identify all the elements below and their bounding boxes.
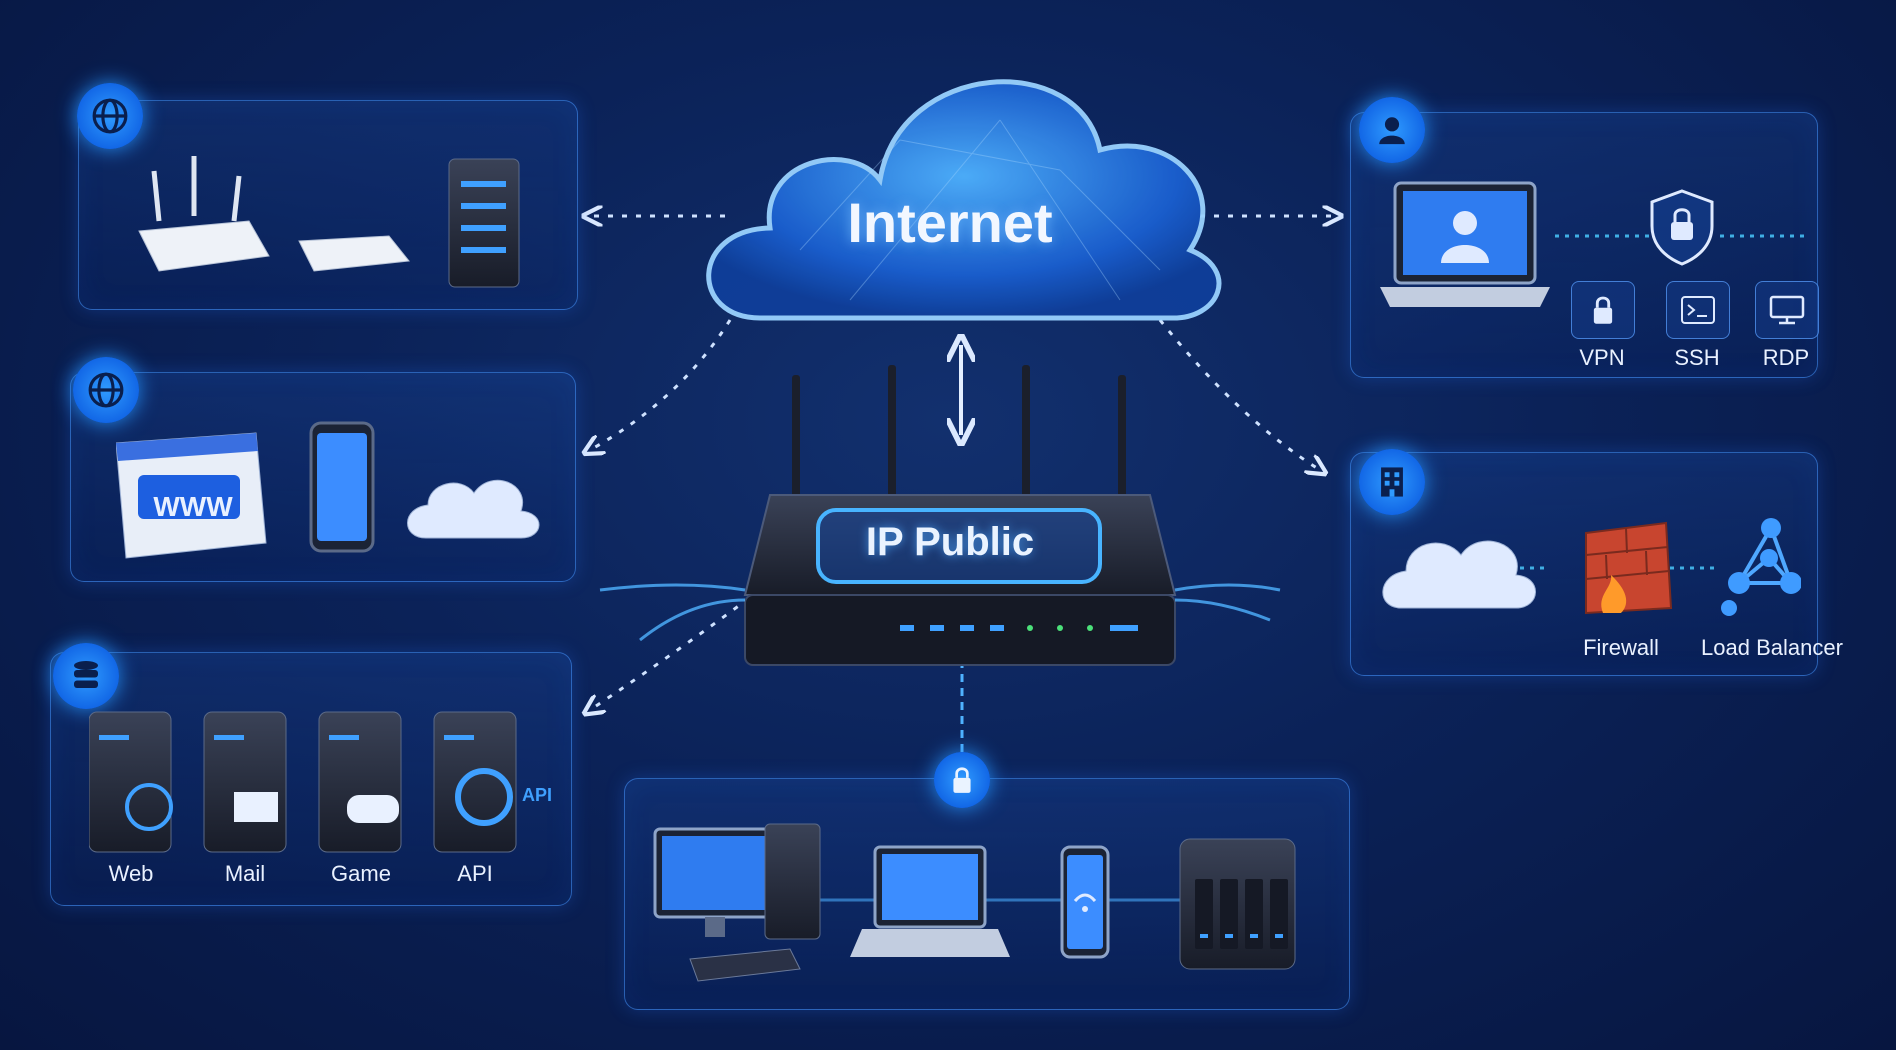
ssh-label: SSH <box>1652 345 1742 371</box>
vpn-label: VPN <box>1557 345 1647 371</box>
database-icon <box>53 643 119 709</box>
server-label-web: Web <box>81 861 181 887</box>
lan-devices-panel <box>624 778 1350 1010</box>
network-devices-panel <box>78 100 578 310</box>
cloud-firewall-balancer-icons <box>1381 513 1801 623</box>
router-modem-server-icon <box>129 141 549 301</box>
servers-panel: API Web Mail Game API <box>50 652 572 906</box>
remote-access-panel: VPN SSH RDP <box>1350 112 1818 378</box>
load-balancer-label: Load Balancer <box>1687 635 1857 661</box>
internet-label: Internet <box>790 190 1110 255</box>
security-panel: Firewall Load Balancer <box>1350 452 1818 676</box>
user-icon <box>1359 97 1425 163</box>
vpn-icon <box>1571 281 1635 339</box>
lan-lock-icon <box>934 752 990 808</box>
globe-icon <box>77 83 143 149</box>
server-label-game: Game <box>311 861 411 887</box>
rdp-label: RDP <box>1741 345 1831 371</box>
server-label-api: API <box>425 861 525 887</box>
web-services-panel: WWW <box>70 372 576 582</box>
firewall-label: Firewall <box>1551 635 1691 661</box>
terminal-icon <box>1666 281 1730 339</box>
server-label-mail: Mail <box>195 861 295 887</box>
server-racks <box>89 707 549 857</box>
lan-devices <box>650 809 1330 999</box>
shield-lock-icon <box>1647 188 1717 268</box>
www-label: WWW <box>143 491 243 523</box>
building-icon <box>1359 449 1425 515</box>
laptop-icon <box>1375 175 1555 325</box>
remote-desktop-icon <box>1755 281 1819 339</box>
server-api-glyph: API <box>517 785 557 806</box>
ip-public-label: IP Public <box>820 520 1080 565</box>
